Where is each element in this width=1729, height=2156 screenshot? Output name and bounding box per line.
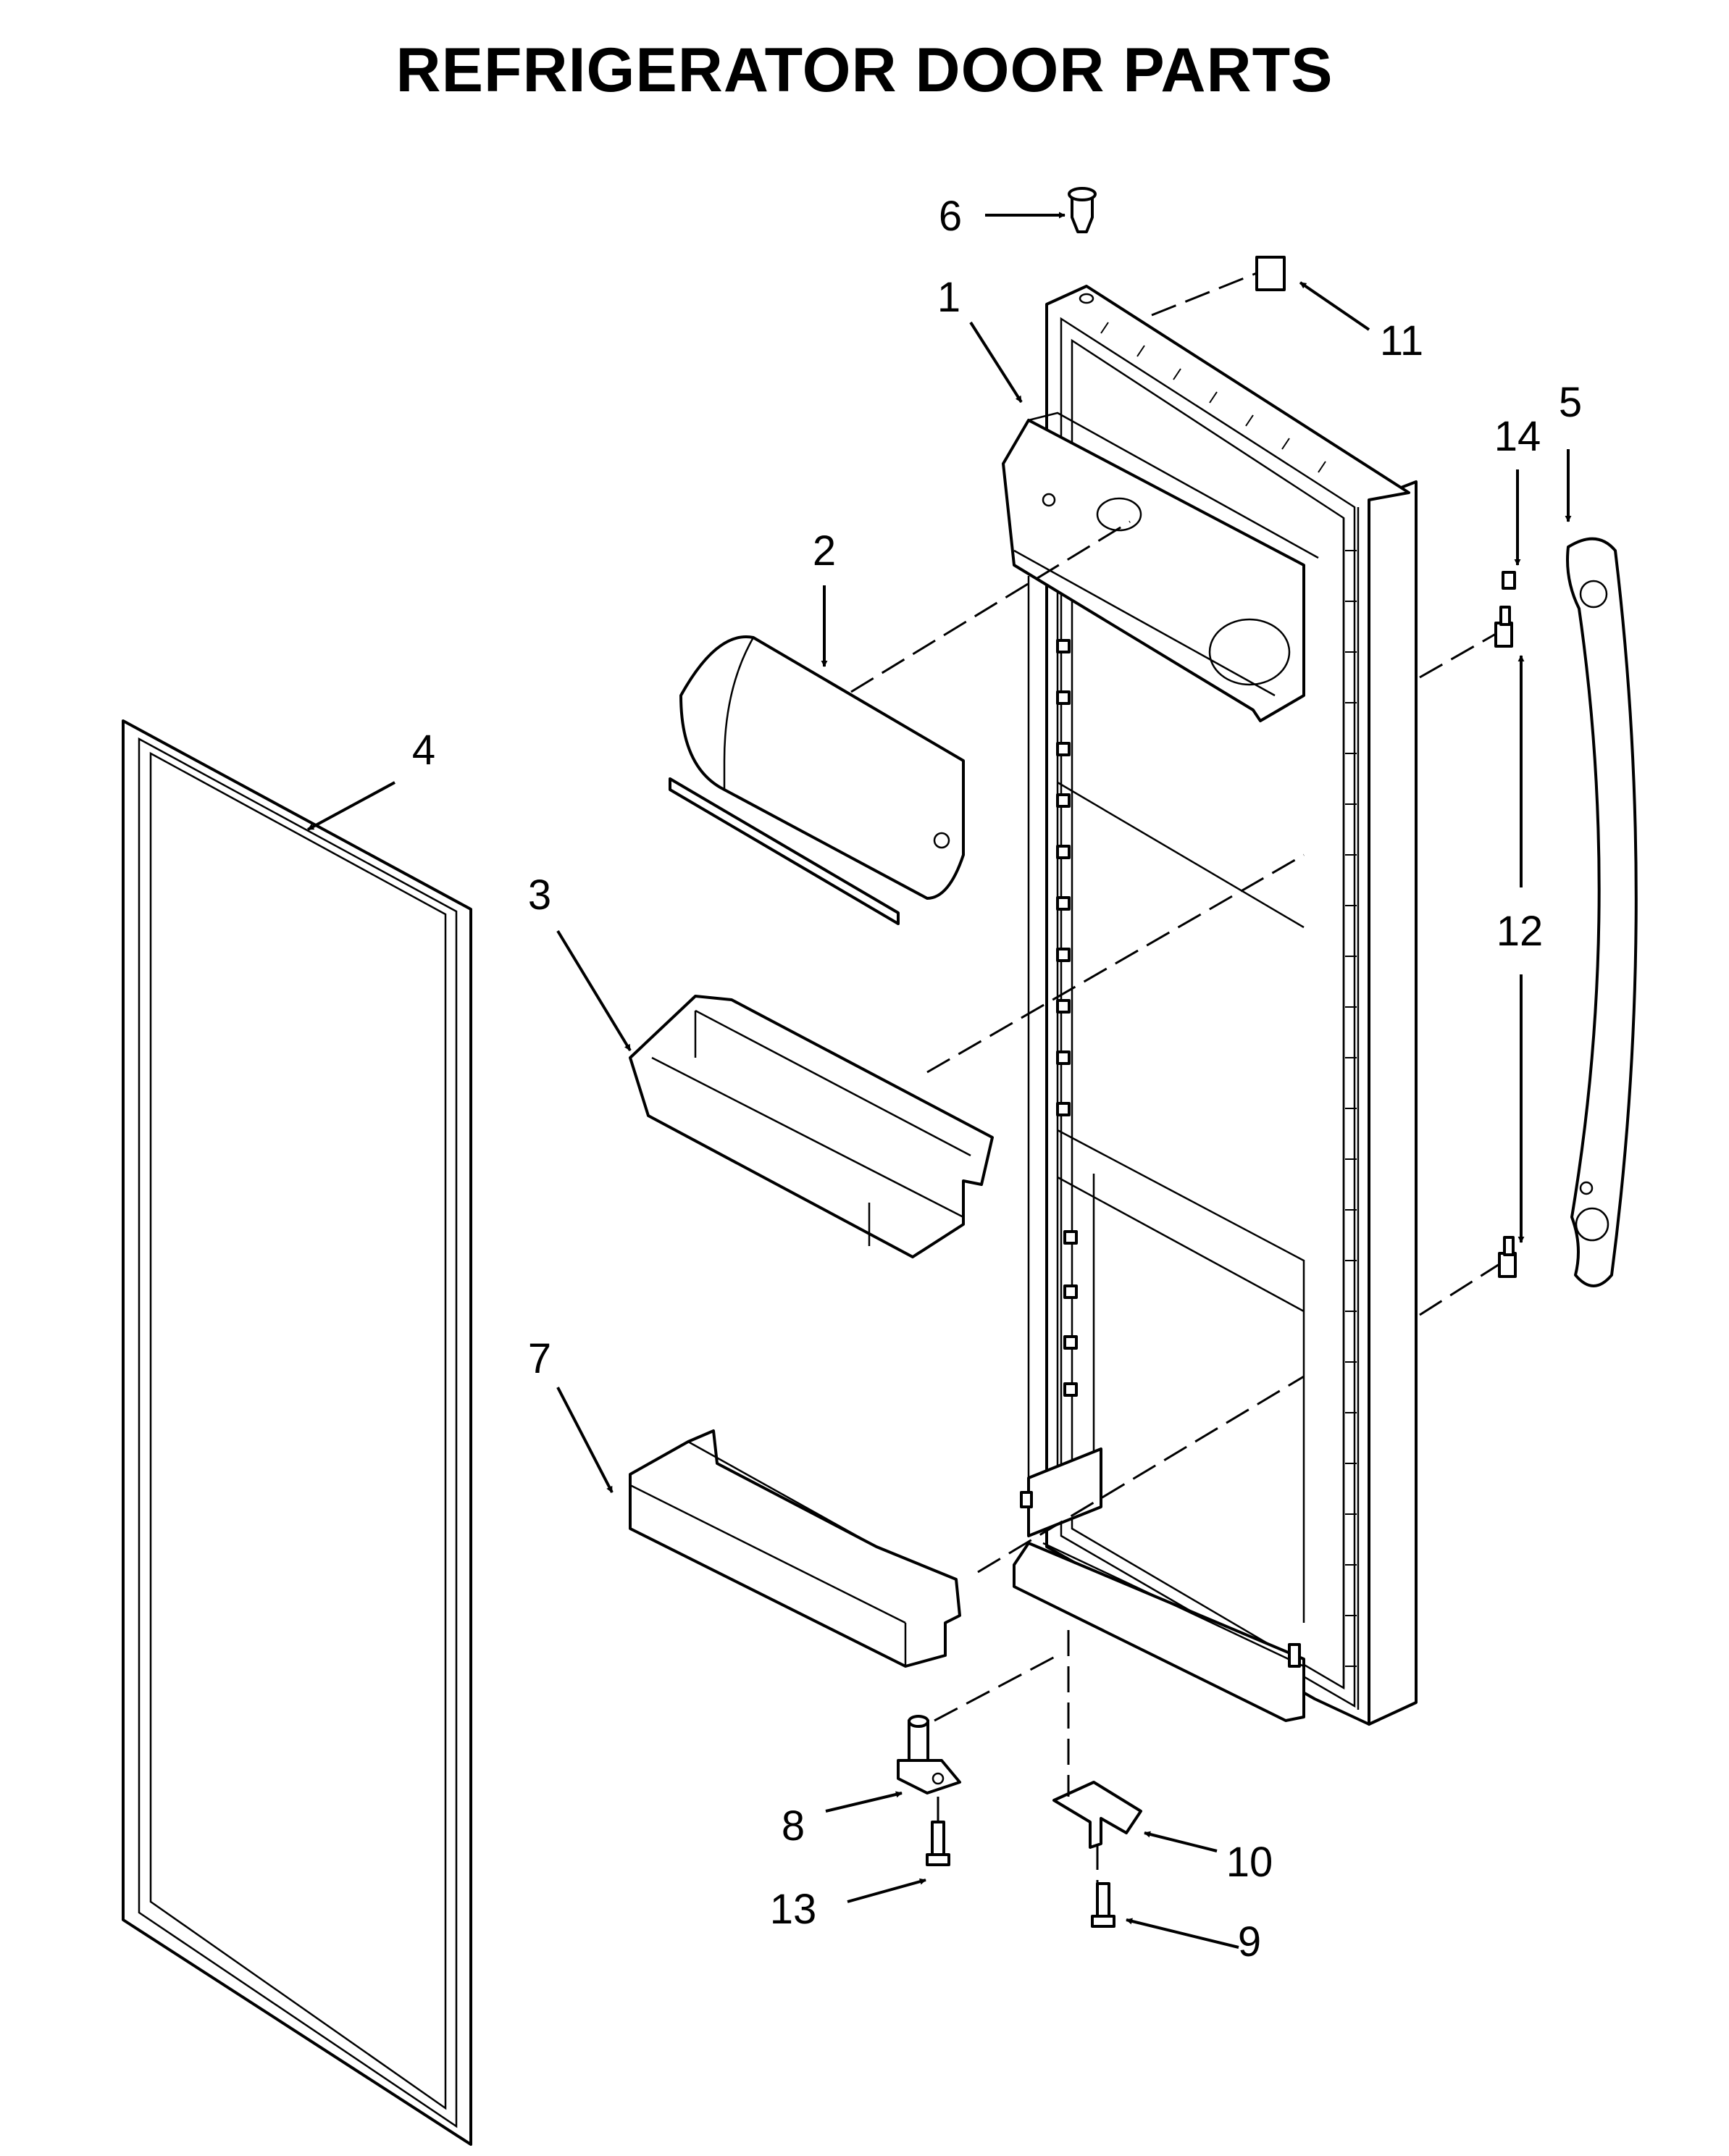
refrigerator-door bbox=[1002, 285, 1418, 1726]
door-label bbox=[1255, 256, 1286, 291]
callout-arrows bbox=[307, 212, 1572, 1949]
callout-3: 3 bbox=[528, 872, 551, 919]
assembly-lines bbox=[850, 272, 1500, 1884]
door-gasket bbox=[122, 719, 472, 2146]
callout-1: 1 bbox=[937, 274, 960, 321]
callout-labels: 1 2 3 4 5 6 7 8 9 10 11 12 13 14 bbox=[412, 193, 1582, 1965]
hinge-pin bbox=[897, 1715, 961, 1794]
shelf-supports bbox=[1056, 639, 1078, 1397]
callout-14: 14 bbox=[1494, 413, 1541, 460]
callout-4: 4 bbox=[412, 727, 435, 774]
callout-2: 2 bbox=[813, 527, 836, 574]
callout-8: 8 bbox=[782, 1802, 805, 1850]
callout-7: 7 bbox=[528, 1335, 551, 1382]
dairy-door bbox=[669, 635, 965, 925]
lower-door-bin bbox=[629, 1429, 961, 1668]
door-bin bbox=[629, 995, 994, 1258]
hinge-plug bbox=[1068, 187, 1097, 233]
callout-9: 9 bbox=[1238, 1918, 1261, 1965]
callout-5: 5 bbox=[1559, 379, 1582, 426]
callout-6: 6 bbox=[939, 193, 962, 240]
door-handle bbox=[1566, 537, 1638, 1287]
handle-studs bbox=[1494, 571, 1517, 1278]
hinge-screws bbox=[926, 1821, 1115, 1928]
diagram-title: REFRIGERATOR DOOR PARTS bbox=[395, 35, 1334, 105]
callout-13: 13 bbox=[770, 1886, 817, 1933]
gasket-ticks bbox=[1100, 322, 1357, 1667]
callout-10: 10 bbox=[1226, 1839, 1273, 1886]
callout-11: 11 bbox=[1380, 317, 1423, 364]
callout-12: 12 bbox=[1496, 908, 1544, 955]
hinge-bracket bbox=[1052, 1781, 1142, 1849]
